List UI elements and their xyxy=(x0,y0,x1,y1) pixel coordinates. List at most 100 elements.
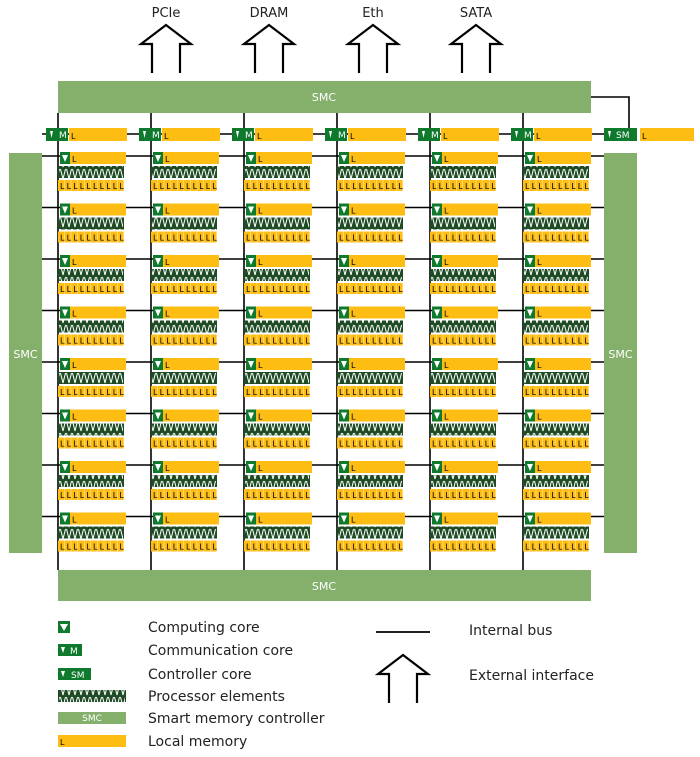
local-memory-cell xyxy=(476,386,483,397)
local-memory-letter: L xyxy=(538,285,543,294)
computing-core-glyph xyxy=(155,464,161,471)
local-memory-letter: L xyxy=(193,285,198,294)
local-memory-letter: L xyxy=(346,182,351,191)
local-memory-cell xyxy=(582,437,589,449)
local-memory-cell xyxy=(562,437,569,449)
local-memory-cell xyxy=(110,180,117,191)
local-memory-cell xyxy=(482,231,489,243)
local-memory-cell xyxy=(177,231,184,243)
local-memory-letter: L xyxy=(206,234,211,243)
local-memory-letter: L xyxy=(292,388,297,397)
local-memory-letter: L xyxy=(565,234,570,243)
local-memory-cell xyxy=(383,437,390,449)
local-memory-letter: L xyxy=(186,285,191,294)
local-memory-letter: L xyxy=(160,337,165,346)
local-memory-cell xyxy=(270,489,277,500)
local-memory-letter: L xyxy=(365,182,370,191)
local-memory-cell xyxy=(97,283,104,294)
computing-core-glyph xyxy=(341,309,347,317)
local-memory-letter: L xyxy=(206,440,211,449)
local-memory-cell xyxy=(443,231,450,243)
local-memory-cell xyxy=(350,334,357,346)
local-memory-letter: L xyxy=(578,388,583,397)
local-memory-letter: L xyxy=(60,388,65,397)
local-memory-letter: L xyxy=(351,258,356,267)
local-memory-cell xyxy=(443,540,450,552)
local-memory-cell xyxy=(469,283,476,294)
local-memory-letter: L xyxy=(351,413,356,422)
local-memory-letter: L xyxy=(305,491,310,500)
controller-core-letter: SM xyxy=(71,671,84,681)
local-memory-cell xyxy=(549,540,556,552)
local-memory-letter: L xyxy=(346,388,351,397)
local-memory-letter: L xyxy=(444,258,449,267)
local-memory-cell xyxy=(396,283,403,294)
local-memory-letter: L xyxy=(286,285,291,294)
local-memory-letter: L xyxy=(272,337,277,346)
local-memory-cell xyxy=(469,334,476,346)
local-memory-cell xyxy=(430,437,437,449)
local-memory-block xyxy=(256,152,312,164)
local-memory-cell xyxy=(469,437,476,449)
local-memory-cell xyxy=(575,489,582,500)
local-memory-letter: L xyxy=(472,337,477,346)
local-memory-letter: L xyxy=(452,337,457,346)
local-memory-cell xyxy=(296,283,303,294)
local-memory-letter: L xyxy=(160,543,165,552)
local-memory-letter: L xyxy=(472,234,477,243)
local-memory-letter: L xyxy=(346,543,351,552)
local-memory-letter: L xyxy=(458,337,463,346)
local-memory-letter: L xyxy=(537,207,542,216)
local-memory-letter: L xyxy=(545,285,550,294)
local-memory-cell xyxy=(542,437,549,449)
local-memory-letter: L xyxy=(458,182,463,191)
local-memory-letter: L xyxy=(67,182,72,191)
local-memory-letter: L xyxy=(491,440,496,449)
local-memory-letter: L xyxy=(372,234,377,243)
local-memory-cell xyxy=(482,386,489,397)
local-memory-cell xyxy=(536,437,543,449)
local-memory-letter: L xyxy=(292,543,297,552)
local-memory-cell xyxy=(110,231,117,243)
local-memory-letter: L xyxy=(444,310,449,319)
local-memory-cell xyxy=(389,283,396,294)
local-memory-letter: L xyxy=(199,337,204,346)
local-memory-letter: L xyxy=(365,234,370,243)
local-memory-letter: L xyxy=(119,388,124,397)
local-memory-cell xyxy=(370,283,377,294)
local-memory-cell xyxy=(463,540,470,552)
local-memory-letter: L xyxy=(472,388,477,397)
local-memory-letter: L xyxy=(67,440,72,449)
local-memory-cell xyxy=(356,489,363,500)
local-memory-cell xyxy=(157,386,164,397)
local-memory-cell xyxy=(77,180,84,191)
local-memory-cell xyxy=(562,540,569,552)
local-memory-letter: L xyxy=(472,182,477,191)
local-memory-cell xyxy=(337,489,344,500)
local-memory-cell xyxy=(443,180,450,191)
local-memory-letter: L xyxy=(398,543,403,552)
local-memory-letter: L xyxy=(93,234,98,243)
local-memory-letter: L xyxy=(193,234,198,243)
local-memory-letter: L xyxy=(113,388,118,397)
local-memory-cell xyxy=(376,489,383,500)
local-memory-letter: L xyxy=(100,440,105,449)
local-memory-letter: L xyxy=(339,491,344,500)
local-memory-cell xyxy=(270,231,277,243)
local-memory-cell xyxy=(469,231,476,243)
processor-elements-pattern xyxy=(59,423,123,436)
local-memory-letter: L xyxy=(305,388,310,397)
local-memory-cell xyxy=(449,540,456,552)
local-memory-letter: L xyxy=(565,491,570,500)
local-memory-letter: L xyxy=(532,543,537,552)
computing-core-glyph xyxy=(434,412,440,420)
local-memory-letter: L xyxy=(465,337,470,346)
local-memory-cell xyxy=(110,386,117,397)
local-memory-cell xyxy=(463,386,470,397)
local-memory-block xyxy=(349,461,405,473)
processor-elements-pattern xyxy=(245,423,309,436)
